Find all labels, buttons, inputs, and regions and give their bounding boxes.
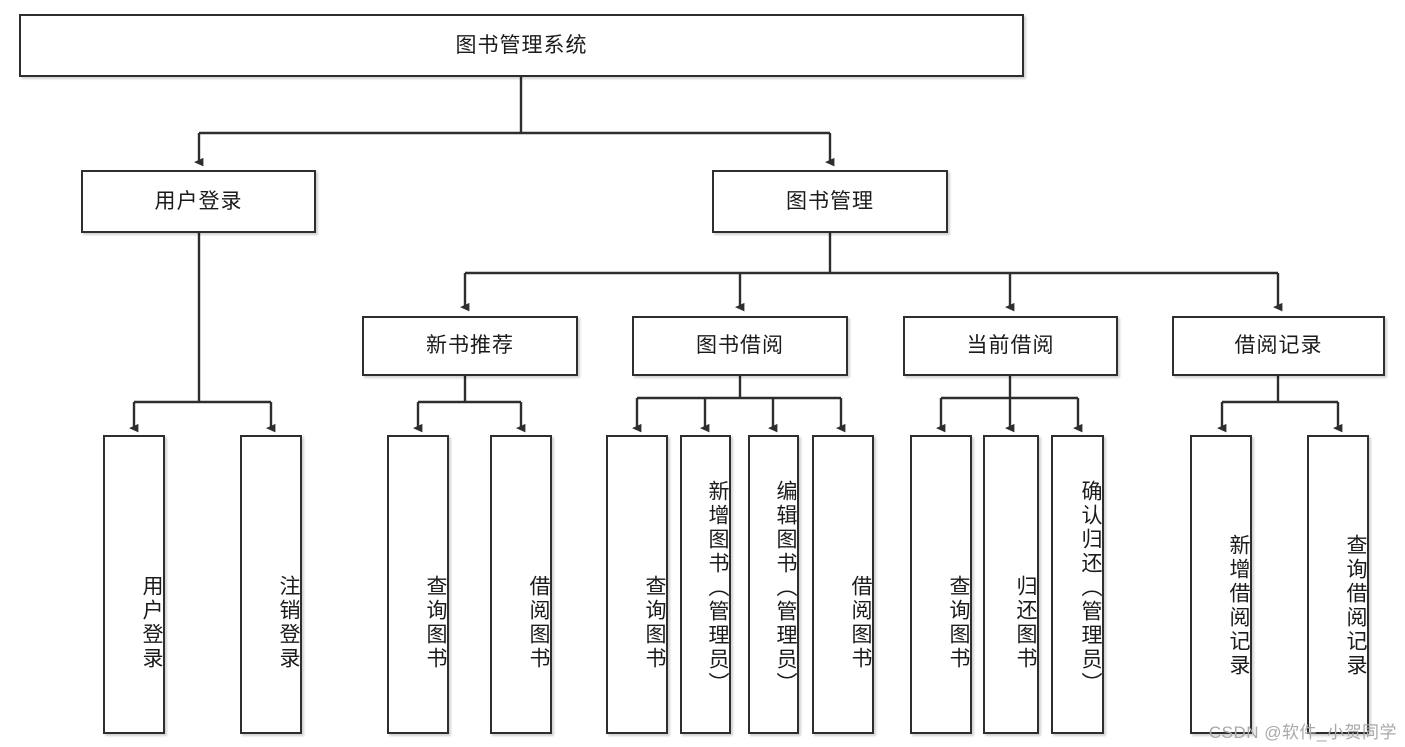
node-leaf-borrow-book-1-label: 借阅图书 bbox=[527, 574, 550, 671]
node-leaf-return-book[interactable]: 归还图书 bbox=[983, 435, 1039, 734]
node-leaf-user-login[interactable]: 用户登录 bbox=[103, 435, 165, 734]
node-borrow-record-label: 借阅记录 bbox=[1234, 334, 1323, 358]
node-leaf-edit-book-label: 编辑图书（管理员） bbox=[774, 479, 797, 696]
node-leaf-user-logout[interactable]: 注销登录 bbox=[240, 435, 302, 734]
node-leaf-return-book-label: 归还图书 bbox=[1014, 574, 1037, 671]
node-leaf-borrow-book-2[interactable]: 借阅图书 bbox=[812, 435, 874, 734]
node-leaf-user-login-label: 用户登录 bbox=[140, 574, 163, 671]
node-user-login-label: 用户登录 bbox=[154, 189, 243, 213]
node-leaf-add-book[interactable]: 新增图书（管理员） bbox=[680, 435, 731, 734]
node-leaf-edit-book[interactable]: 编辑图书（管理员） bbox=[748, 435, 799, 734]
node-leaf-query-record-label: 查询借阅记录 bbox=[1344, 533, 1367, 678]
node-book-borrow[interactable]: 图书借阅 bbox=[632, 316, 848, 376]
csdn-watermark: CSDN @软件_小贺同学 bbox=[1208, 723, 1397, 742]
node-leaf-query-book-2-label: 查询图书 bbox=[643, 574, 666, 671]
node-root-label: 图书管理系统 bbox=[455, 33, 588, 57]
node-book-manage[interactable]: 图书管理 bbox=[712, 170, 948, 233]
node-current-borrow-label: 当前借阅 bbox=[966, 334, 1055, 358]
node-leaf-query-book-1-label: 查询图书 bbox=[424, 574, 447, 671]
node-leaf-confirm-return[interactable]: 确认归还（管理员） bbox=[1051, 435, 1104, 734]
node-leaf-borrow-book-1[interactable]: 借阅图书 bbox=[490, 435, 552, 734]
node-leaf-query-book-2[interactable]: 查询图书 bbox=[606, 435, 668, 734]
node-leaf-query-book-3-label: 查询图书 bbox=[947, 574, 970, 671]
node-leaf-user-logout-label: 注销登录 bbox=[277, 574, 300, 671]
node-borrow-record[interactable]: 借阅记录 bbox=[1172, 316, 1385, 376]
node-leaf-add-book-label: 新增图书（管理员） bbox=[706, 479, 729, 696]
node-user-login[interactable]: 用户登录 bbox=[81, 170, 316, 233]
node-leaf-query-record[interactable]: 查询借阅记录 bbox=[1307, 435, 1369, 734]
node-current-borrow[interactable]: 当前借阅 bbox=[903, 316, 1118, 376]
node-book-manage-label: 图书管理 bbox=[786, 189, 874, 213]
node-leaf-query-book-3[interactable]: 查询图书 bbox=[910, 435, 972, 734]
node-new-book-rec[interactable]: 新书推荐 bbox=[362, 316, 578, 376]
node-leaf-borrow-book-2-label: 借阅图书 bbox=[849, 574, 872, 671]
node-leaf-add-record-label: 新增借阅记录 bbox=[1227, 533, 1250, 678]
node-root[interactable]: 图书管理系统 bbox=[19, 14, 1024, 77]
node-leaf-add-record[interactable]: 新增借阅记录 bbox=[1190, 435, 1252, 734]
node-leaf-confirm-return-label: 确认归还（管理员） bbox=[1079, 479, 1102, 696]
node-book-borrow-label: 图书借阅 bbox=[696, 334, 784, 358]
node-new-book-rec-label: 新书推荐 bbox=[426, 334, 514, 358]
node-leaf-query-book-1[interactable]: 查询图书 bbox=[387, 435, 449, 734]
